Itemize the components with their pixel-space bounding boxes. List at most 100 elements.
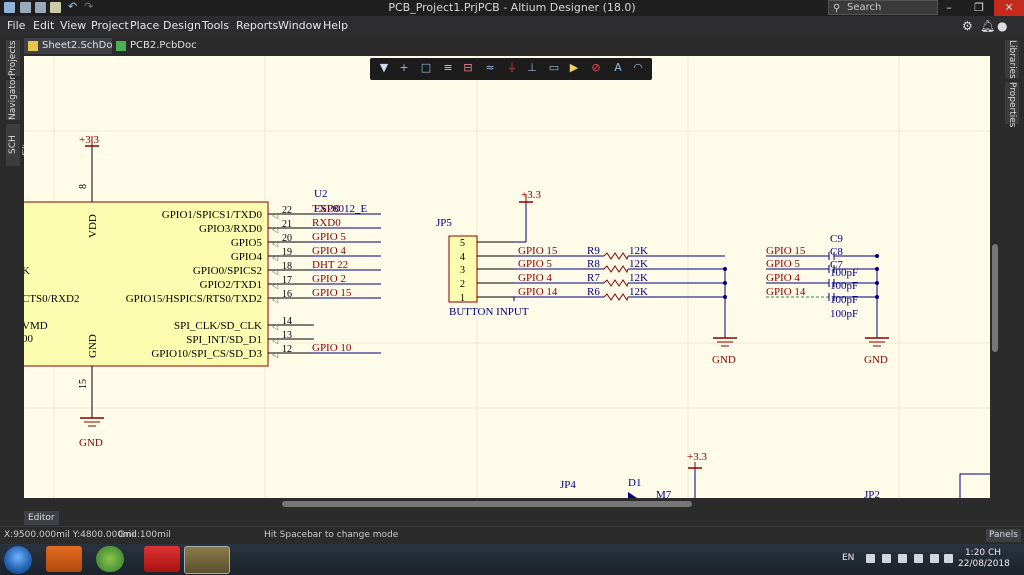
align-icon[interactable]: ≡ (443, 61, 453, 74)
editor-tab[interactable]: Editor (24, 511, 59, 525)
u2-pin-number: 20 (282, 233, 292, 244)
sheet-symbol-icon[interactable]: ▭ (548, 61, 560, 74)
tray-volume-icon[interactable] (944, 554, 953, 563)
minimize-button[interactable]: – (946, 1, 952, 14)
vertical-scrollbar[interactable] (990, 56, 1000, 510)
jp2-body[interactable] (959, 473, 990, 498)
tab-pcb2[interactable]: PCB2.PcbDoc (112, 38, 202, 54)
u2-pin-number: 14 (282, 316, 292, 327)
text-icon[interactable]: A (614, 61, 622, 74)
u2-pin-name: GPIO5 (231, 237, 263, 249)
app-icon (4, 2, 15, 13)
u2-pin-name: GPIO2/TXD1 (200, 279, 262, 291)
resistor-ref: R6 (587, 286, 600, 298)
jp5-pin-number: 3 (460, 265, 465, 276)
menu-file[interactable]: File (7, 19, 26, 32)
panel-tab-navigator[interactable]: Navigator (6, 75, 20, 120)
close-button[interactable]: ✕ (994, 0, 1024, 16)
horizontal-scrollbar[interactable] (24, 498, 990, 510)
open-icon[interactable] (50, 2, 61, 13)
arc-icon[interactable]: ◠ (633, 61, 643, 74)
save-all-icon[interactable] (35, 2, 46, 13)
media-player-icon[interactable] (46, 546, 82, 572)
menu-reports[interactable]: Reports (236, 19, 279, 32)
schematic-doc-icon (28, 41, 38, 51)
left-panel-strip: Projects Navigator SCH Filter (4, 36, 32, 516)
jp4-designator: JP4 (560, 479, 576, 491)
bus-icon[interactable]: ≈ (485, 61, 495, 74)
schematic-canvas[interactable]: U2 ESP8012_E +3.3 8 VDD GND 15 GND K CTS… (24, 56, 990, 498)
redo-icon[interactable]: ↷ (84, 0, 94, 13)
search-box[interactable]: ⚲ Search (828, 0, 938, 15)
jp5-net-label: GPIO 14 (518, 286, 558, 298)
menu-view[interactable]: View (60, 19, 87, 32)
d1-designator: D1 (628, 477, 641, 489)
jp5-pin-number: 1 (460, 293, 465, 304)
title-bar: ↶ ↷ PCB_Project1.PrjPCB - Altium Designe… (0, 0, 1024, 16)
resistor-ref: R7 (587, 272, 600, 284)
menu-tools[interactable]: Tools (202, 19, 230, 32)
filter-icon[interactable]: ▼ (379, 61, 389, 74)
start-button[interactable] (4, 546, 32, 574)
jp5-pin-number: 4 (460, 252, 465, 263)
u2-vdd-pin-number: 8 (78, 184, 89, 189)
tray-battery-icon[interactable] (914, 554, 923, 563)
windows-taskbar: EN 1:20 CH 22/08/2018 (0, 544, 1024, 575)
pin-direction-icon: ◁ (272, 267, 279, 276)
harness-icon[interactable]: ⊥ (527, 61, 537, 74)
undo-icon[interactable]: ↶ (68, 0, 78, 13)
vertical-scroll-thumb[interactable] (992, 244, 998, 352)
u2-gnd-pin-number: 15 (78, 379, 89, 389)
jp2-designator: JP2 (864, 489, 880, 498)
panel-tab-libraries[interactable]: Libraries (1005, 40, 1019, 79)
move-icon[interactable]: + (399, 61, 409, 74)
clock[interactable]: 1:20 CH 22/08/2018 (958, 548, 1010, 570)
menu-design[interactable]: Design (163, 19, 201, 32)
menu-help[interactable]: Help (323, 19, 349, 32)
port-icon[interactable]: ▶ (569, 61, 579, 74)
select-icon[interactable]: □ (420, 61, 432, 74)
browser-icon[interactable] (96, 546, 124, 572)
clock-time: 1:20 CH (964, 548, 1002, 558)
panel-tab-projects[interactable]: Projects (6, 40, 20, 76)
menu-project[interactable]: Project (91, 19, 129, 32)
menu-place[interactable]: Place (130, 19, 160, 32)
jp5-net-label: GPIO 15 (518, 245, 558, 257)
jp5-body[interactable] (448, 235, 478, 303)
panel-tab-sch-filter[interactable]: SCH Filter (6, 124, 32, 166)
app-icon-red[interactable] (144, 546, 180, 572)
status-hint: Hit Spacebar to change mode (264, 530, 399, 540)
altium-taskbar-icon[interactable] (184, 546, 230, 574)
panel-tab-properties[interactable]: Properties (1005, 82, 1019, 128)
tray-network-icon[interactable] (898, 554, 907, 563)
tray-app-icon[interactable] (882, 554, 891, 563)
maximize-button[interactable]: ❐ (974, 1, 984, 14)
menu-window[interactable]: Window (278, 19, 322, 32)
panels-button[interactable]: Panels (986, 529, 1021, 542)
gear-icon[interactable]: ⚙ (962, 19, 973, 33)
resistor-value: 12K (629, 272, 648, 284)
save-icon[interactable] (20, 2, 31, 13)
horizontal-scroll-thumb[interactable] (282, 501, 692, 507)
tray-signal-icon[interactable] (930, 554, 939, 563)
u2-pin-number: 17 (282, 275, 292, 286)
wire-icon[interactable]: ⊟ (463, 61, 473, 74)
directive-icon[interactable]: ⊘ (591, 61, 601, 74)
tray-arrow-icon[interactable] (866, 554, 875, 563)
u2-comment: ESP8012_E (314, 203, 367, 215)
u2-pin-name: GPIO15/HSPICS/RTS0/TXD2 (126, 293, 262, 305)
u2-body[interactable] (24, 201, 269, 367)
editor-row: Editor (0, 510, 1024, 526)
language-indicator[interactable]: EN (842, 553, 855, 563)
user-icon[interactable]: ● (997, 19, 1008, 33)
jp5-net-label: GPIO 4 (518, 272, 552, 284)
tab-sheet2[interactable]: Sheet2.SchDoc * (24, 38, 118, 67)
bell-icon[interactable]: 🔔︎ (980, 19, 996, 33)
u2-net-label: DHT 22 (312, 259, 348, 271)
u2-pin-name: GPIO1/SPICS1/TXD0 (162, 209, 263, 221)
pin-direction-icon: ◁ (272, 239, 279, 248)
menu-edit[interactable]: Edit (33, 19, 55, 32)
pin-direction-icon: ◁ (272, 211, 279, 220)
power-port-icon[interactable]: ⏚ (506, 61, 518, 74)
